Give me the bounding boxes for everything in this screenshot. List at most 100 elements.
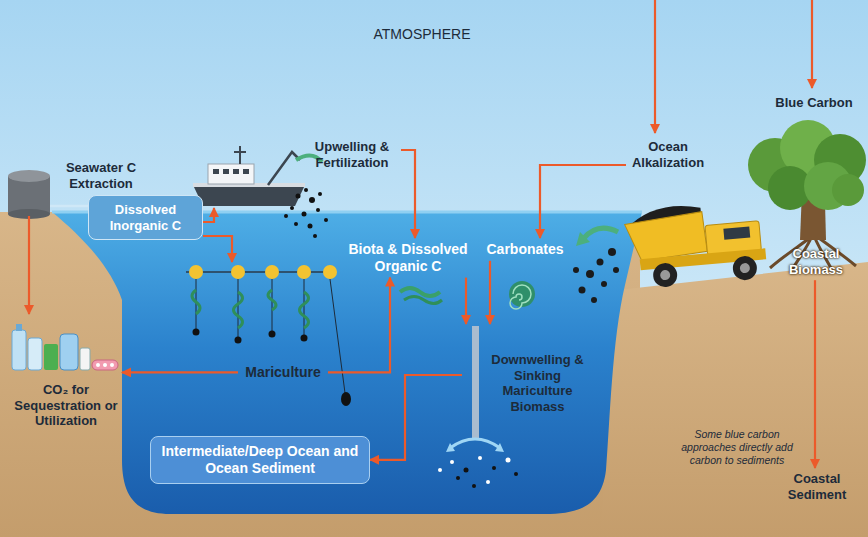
node-text: Blue Carbon (769, 95, 859, 111)
extraction-tank (8, 170, 50, 182)
utilization-products (28, 338, 42, 370)
downwelling-column (472, 484, 476, 488)
utilization-products (80, 348, 90, 370)
downwelling-column (456, 476, 460, 480)
fertilizer-spray (296, 194, 301, 199)
rocks-falling (608, 248, 616, 256)
downwelling-column (450, 439, 500, 448)
note-text: Some blue carbon approaches directly add… (672, 428, 802, 467)
node-text: Dissolved Inorganic C (97, 202, 194, 233)
mariculture-farm (341, 392, 351, 406)
shell (510, 285, 531, 309)
pool-label: Biota & Dissolved Organic C (338, 238, 478, 278)
dump-truck (652, 262, 678, 288)
dump-truck (660, 270, 671, 281)
utilization-products (60, 334, 78, 370)
process-label: Downwelling & Sinking Mariculture Biomas… (462, 324, 590, 417)
mariculture-farm (323, 265, 337, 279)
downwelling-column (464, 468, 469, 473)
process-label: Blue Carbon (766, 92, 862, 114)
atmosphere-arrow (654, 0, 656, 133)
land-ground (600, 262, 868, 537)
ship (223, 169, 229, 174)
mariculture-farm (297, 265, 311, 279)
node-text: Upwelling & Fertilization (306, 139, 398, 170)
fertilizer-spray (304, 188, 308, 192)
mariculture-farm (186, 265, 351, 406)
downwelling-column (478, 456, 482, 460)
node-text: Biota & Dissolved Organic C (341, 241, 475, 275)
extraction-tank (8, 170, 50, 219)
rocks-falling (584, 228, 618, 238)
flow-arrow (489, 261, 491, 324)
mariculture-farm (265, 265, 279, 279)
fertilizer-spray (302, 212, 307, 217)
ship (234, 146, 246, 164)
rocks-falling (597, 259, 604, 266)
product-group: CO₂ for Sequestration or Utilization (10, 314, 122, 432)
downwelling-column (492, 466, 496, 470)
seaweed (404, 297, 442, 304)
ship (208, 164, 254, 184)
flow-arrow (50, 205, 88, 208)
pool-label: Carbonates (480, 238, 570, 261)
process-label: Upwelling & Fertilization (303, 136, 401, 173)
mariculture-farm (268, 290, 276, 310)
flow-arrow (203, 236, 232, 262)
fertilizer-spray (284, 214, 288, 218)
fertilizer-spray (309, 197, 315, 203)
utilization-products (12, 324, 118, 370)
node-text: Coastal Sediment (781, 471, 853, 502)
fertilizer-spray (313, 234, 317, 238)
pool-box: Intermediate/Deep Ocean and Ocean Sedime… (150, 436, 370, 484)
region-label: ATMOSPHERE (362, 26, 482, 44)
fertilizer-spray (308, 224, 313, 229)
downwelling-column (514, 472, 518, 476)
node-text: Intermediate/Deep Ocean and Ocean Sedime… (161, 443, 359, 477)
utilization-products (12, 330, 26, 370)
ship (268, 152, 300, 185)
mariculture-farm (231, 265, 245, 279)
dump-truck (623, 199, 767, 291)
fertilizer-spray (316, 208, 320, 212)
node-text: CO₂ for Sequestration or Utilization (13, 382, 119, 429)
fertilizer-spray (318, 192, 322, 196)
flow-arrow (203, 208, 214, 222)
mariculture-farm (235, 337, 242, 344)
seaweed (400, 288, 440, 296)
downwelling-column (438, 468, 442, 472)
flow-arrow (401, 150, 415, 238)
dump-truck (739, 263, 750, 274)
rocks-falling (586, 270, 594, 278)
node-text: Mariculture (241, 364, 325, 381)
flow-arrow (370, 375, 462, 460)
ship (233, 169, 239, 174)
fertilizer-spray (290, 206, 294, 210)
dump-truck (723, 227, 750, 240)
ocean-water (52, 212, 642, 514)
mariculture-farm (269, 331, 276, 338)
atmosphere-arrow (655, 0, 812, 133)
flow-arrow (814, 280, 816, 468)
shell (509, 281, 535, 309)
downwelling-column (446, 443, 504, 452)
process-label: Ocean Alkalization (626, 136, 710, 173)
flow-arrow (328, 278, 390, 373)
rocks-falling (573, 267, 579, 273)
ship (243, 169, 249, 174)
flow-arrow (203, 208, 232, 262)
rocks-falling (613, 267, 619, 273)
mariculture-farm (192, 290, 200, 314)
mariculture-farm (196, 279, 304, 338)
mangrove-tree (832, 174, 864, 206)
utilization-products (44, 344, 58, 370)
pool-label: Coastal Sediment (778, 468, 856, 505)
mariculture-farm (189, 265, 203, 279)
node-text: Carbonates (483, 241, 567, 258)
flow-arrow (28, 216, 30, 314)
dump-truck (732, 255, 758, 281)
mariculture-farm (300, 292, 309, 328)
rocks-falling (591, 297, 597, 303)
rocks-falling (579, 287, 586, 294)
